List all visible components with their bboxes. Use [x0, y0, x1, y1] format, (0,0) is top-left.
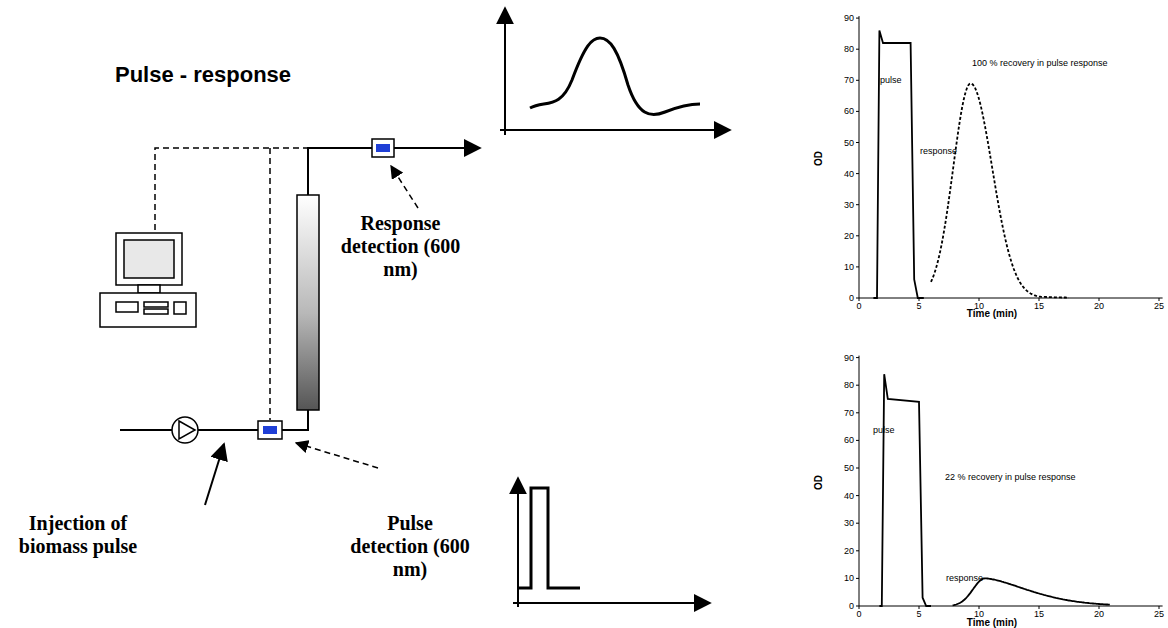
tick-label: 70 [844, 408, 854, 418]
outlet-arrow [392, 147, 480, 149]
tick-label: 15 [1034, 301, 1044, 311]
series-label: response [920, 146, 957, 156]
tick-label: 10 [844, 262, 854, 272]
column [297, 195, 319, 410]
signal-wire [155, 148, 372, 420]
tick-label: 20 [1094, 609, 1104, 619]
tick-label: 90 [844, 13, 854, 23]
tick-label: 70 [844, 75, 854, 85]
series-label: pulse [873, 425, 895, 435]
series-label: pulse [880, 75, 902, 85]
tick-label: 50 [844, 138, 854, 148]
flow-pipe [120, 148, 480, 430]
tick-label: 50 [844, 463, 854, 473]
axis-title: Time (min) [967, 308, 1017, 319]
detector [258, 421, 282, 439]
chart-axis [859, 16, 1163, 298]
chart-note: 22 % recovery in pulse response [945, 472, 1076, 482]
pointer-arrow [391, 166, 418, 208]
tick-label: 0 [849, 293, 854, 303]
axis-title: Time (min) [967, 617, 1017, 628]
signal-wire [269, 148, 271, 420]
sketch-axes [500, 8, 730, 607]
pointer-arrow [296, 443, 378, 468]
tick-label: 0 [856, 609, 861, 619]
flow-pipe [282, 410, 308, 430]
chart-note: 100 % recovery in pulse response [972, 58, 1108, 68]
detector-label: Pulse detection (600 nm) [350, 512, 470, 581]
tick-label: 5 [916, 609, 921, 619]
tick-label: 20 [844, 231, 854, 241]
pulse-curve [873, 31, 923, 299]
pulse-sketch [518, 488, 580, 588]
tick-label: 0 [856, 301, 861, 311]
pointer-arrow [205, 444, 224, 505]
computer-icon [100, 233, 196, 327]
tick-label: 25 [1154, 609, 1164, 619]
tick-label: 60 [844, 435, 854, 445]
axis-title: OD [813, 151, 824, 166]
tick-label: 80 [844, 44, 854, 54]
tick-label: 40 [844, 491, 854, 501]
axis-ticks [856, 358, 1159, 609]
tick-label: 30 [844, 200, 854, 210]
tick-label: 30 [844, 518, 854, 528]
tick-label: 15 [1034, 609, 1044, 619]
tick-label: 20 [1094, 301, 1104, 311]
diagram-title: Pulse - response [115, 62, 291, 88]
tick-label: 20 [844, 546, 854, 556]
injection-label: Injection of biomass pulse [8, 512, 148, 558]
tick-label: 40 [844, 169, 854, 179]
tick-label: 10 [844, 573, 854, 583]
pump-symbol [172, 417, 198, 443]
response-sketch [530, 38, 700, 115]
tick-label: 5 [916, 301, 921, 311]
chart-axis [859, 356, 1163, 606]
signal-wire [155, 148, 372, 230]
axis-title: OD [813, 475, 824, 490]
tick-label: 60 [844, 106, 854, 116]
series-label: response [946, 573, 983, 583]
flow-pipe [308, 148, 372, 195]
tick-label: 80 [844, 380, 854, 390]
detector [372, 139, 394, 157]
tick-label: 0 [849, 601, 854, 611]
tick-label: 90 [844, 353, 854, 363]
tick-label: 25 [1154, 301, 1164, 311]
axis-ticks [856, 18, 1159, 301]
pulse-curve [879, 374, 931, 606]
response-curve [931, 83, 1069, 297]
detector-label: Response detection (600 nm) [333, 212, 468, 281]
